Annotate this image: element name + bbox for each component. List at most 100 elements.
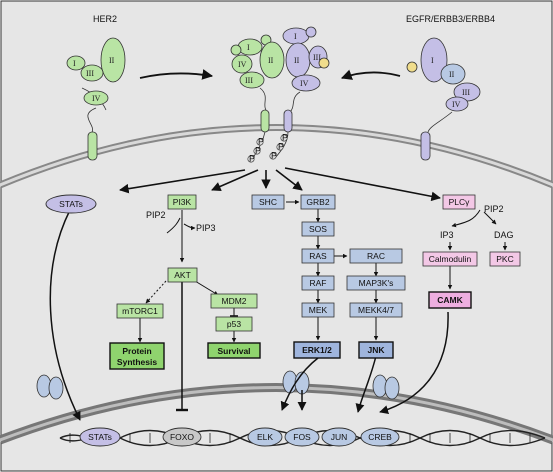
camk-to-creb	[379, 311, 449, 414]
svg-text:II: II	[109, 56, 115, 65]
svg-text:Survival: Survival	[217, 346, 250, 356]
node-shc: SHC	[251, 194, 285, 210]
node-erk: ERK1/2	[293, 341, 341, 359]
arrow-to-plcg	[284, 167, 441, 202]
pip3-label: PIP3	[196, 223, 216, 233]
node-mdm2: MDM2	[210, 293, 258, 309]
phospho-sites	[247, 131, 289, 163]
svg-text:ERK1/2: ERK1/2	[302, 345, 332, 355]
pip2-right-label: PIP2	[484, 204, 504, 214]
tf-fos: FOS	[284, 427, 320, 447]
svg-text:p53: p53	[227, 319, 241, 329]
svg-text:mTORC1: mTORC1	[122, 306, 158, 316]
her2-receptor	[66, 37, 126, 161]
node-calmodulin: Calmodulin	[422, 251, 478, 267]
nuclear-pore-right	[372, 374, 400, 400]
erk-to-elk	[280, 357, 319, 411]
svg-text:IV: IV	[300, 79, 309, 88]
svg-text:STATs: STATs	[88, 432, 112, 442]
tf-foxo: FOXO	[162, 427, 202, 447]
svg-text:I: I	[247, 43, 250, 52]
dag-label: DAG	[494, 230, 514, 240]
svg-text:I: I	[294, 32, 297, 41]
stats-translocation	[49, 209, 81, 421]
svg-text:P: P	[282, 133, 288, 143]
pip2-left-label: PIP2	[146, 210, 166, 220]
node-mtorc1: mTORC1	[116, 303, 164, 319]
egfr-receptor	[420, 37, 481, 161]
svg-text:II: II	[449, 70, 455, 79]
her2-label: HER2	[93, 14, 117, 24]
node-stats: STATs	[45, 194, 97, 214]
svg-text:RAF: RAF	[310, 278, 327, 288]
node-survival: Survival	[207, 342, 261, 359]
svg-text:III: III	[245, 76, 253, 85]
svg-text:P: P	[249, 154, 255, 164]
svg-text:II: II	[268, 56, 274, 65]
svg-text:IV: IV	[238, 60, 247, 69]
svg-text:P: P	[278, 142, 284, 152]
node-p53: p53	[215, 316, 253, 332]
svg-text:MEKK4/7: MEKK4/7	[358, 305, 394, 315]
node-pkc: PKC	[489, 251, 521, 267]
svg-text:JUN: JUN	[331, 432, 348, 442]
ip3-label: IP3	[440, 230, 454, 240]
ligand-free	[406, 61, 418, 73]
svg-text:CREB: CREB	[368, 432, 392, 442]
svg-text:SOS: SOS	[309, 224, 327, 234]
node-mekk: MEKK4/7	[349, 302, 403, 318]
svg-text:III: III	[462, 88, 470, 97]
dimerization-arrow-left	[139, 69, 214, 80]
svg-text:CAMK: CAMK	[437, 295, 463, 305]
svg-text:MEK: MEK	[309, 305, 328, 315]
svg-text:MDM2: MDM2	[221, 296, 246, 306]
svg-text:GRB2: GRB2	[306, 197, 329, 207]
jnk-to-jun	[355, 355, 377, 413]
arrow-to-pi3k	[211, 169, 259, 191]
node-sos: SOS	[301, 221, 335, 237]
svg-text:IV: IV	[452, 100, 461, 109]
svg-text:ELK: ELK	[257, 432, 273, 442]
nuclear-pore-left	[36, 374, 64, 400]
node-camk: CAMK	[428, 291, 472, 309]
svg-text:JNK: JNK	[367, 345, 385, 355]
svg-text:SHC: SHC	[259, 197, 277, 207]
svg-text:AKT: AKT	[174, 270, 191, 280]
svg-text:RAC: RAC	[367, 251, 385, 261]
svg-text:P: P	[271, 151, 277, 161]
egfr-label: EGFR/ERBB3/ERBB4	[406, 14, 495, 24]
svg-text:PLCγ: PLCγ	[449, 197, 471, 207]
svg-text:III: III	[313, 53, 321, 62]
receptor-dimer	[230, 26, 330, 133]
svg-text:FOXO: FOXO	[170, 432, 194, 442]
svg-text:RAS: RAS	[309, 251, 327, 261]
node-mek: MEK	[301, 302, 335, 318]
node-map3k: MAP3K's	[346, 275, 406, 291]
node-rac: RAC	[349, 248, 403, 264]
svg-text:MAP3K's: MAP3K's	[359, 278, 394, 288]
node-protein-synthesis: Protein Synthesis	[109, 342, 165, 370]
svg-text:Calmodulin: Calmodulin	[429, 254, 472, 264]
svg-text:IV: IV	[92, 94, 101, 103]
svg-text:PI3K: PI3K	[173, 197, 192, 207]
svg-text:III: III	[86, 69, 94, 78]
tf-creb: CREB	[360, 427, 400, 447]
svg-text:FOS: FOS	[293, 432, 311, 442]
arrow-to-grb2	[275, 169, 303, 191]
svg-text:Protein: Protein	[122, 346, 151, 356]
svg-text:II: II	[294, 56, 300, 65]
svg-text:P: P	[258, 137, 264, 147]
node-ras: RAS	[301, 248, 335, 264]
arrow-to-stats	[119, 169, 246, 194]
tf-elk: ELK	[247, 427, 283, 447]
node-pi3k: PI3K	[167, 194, 197, 210]
svg-text:I: I	[431, 56, 434, 65]
node-raf: RAF	[301, 275, 335, 291]
tf-jun: JUN	[321, 427, 357, 447]
dimerization-arrow-right	[340, 69, 401, 80]
node-grb2: GRB2	[300, 194, 336, 210]
svg-text:P: P	[255, 146, 261, 156]
svg-text:PKC: PKC	[496, 254, 513, 264]
